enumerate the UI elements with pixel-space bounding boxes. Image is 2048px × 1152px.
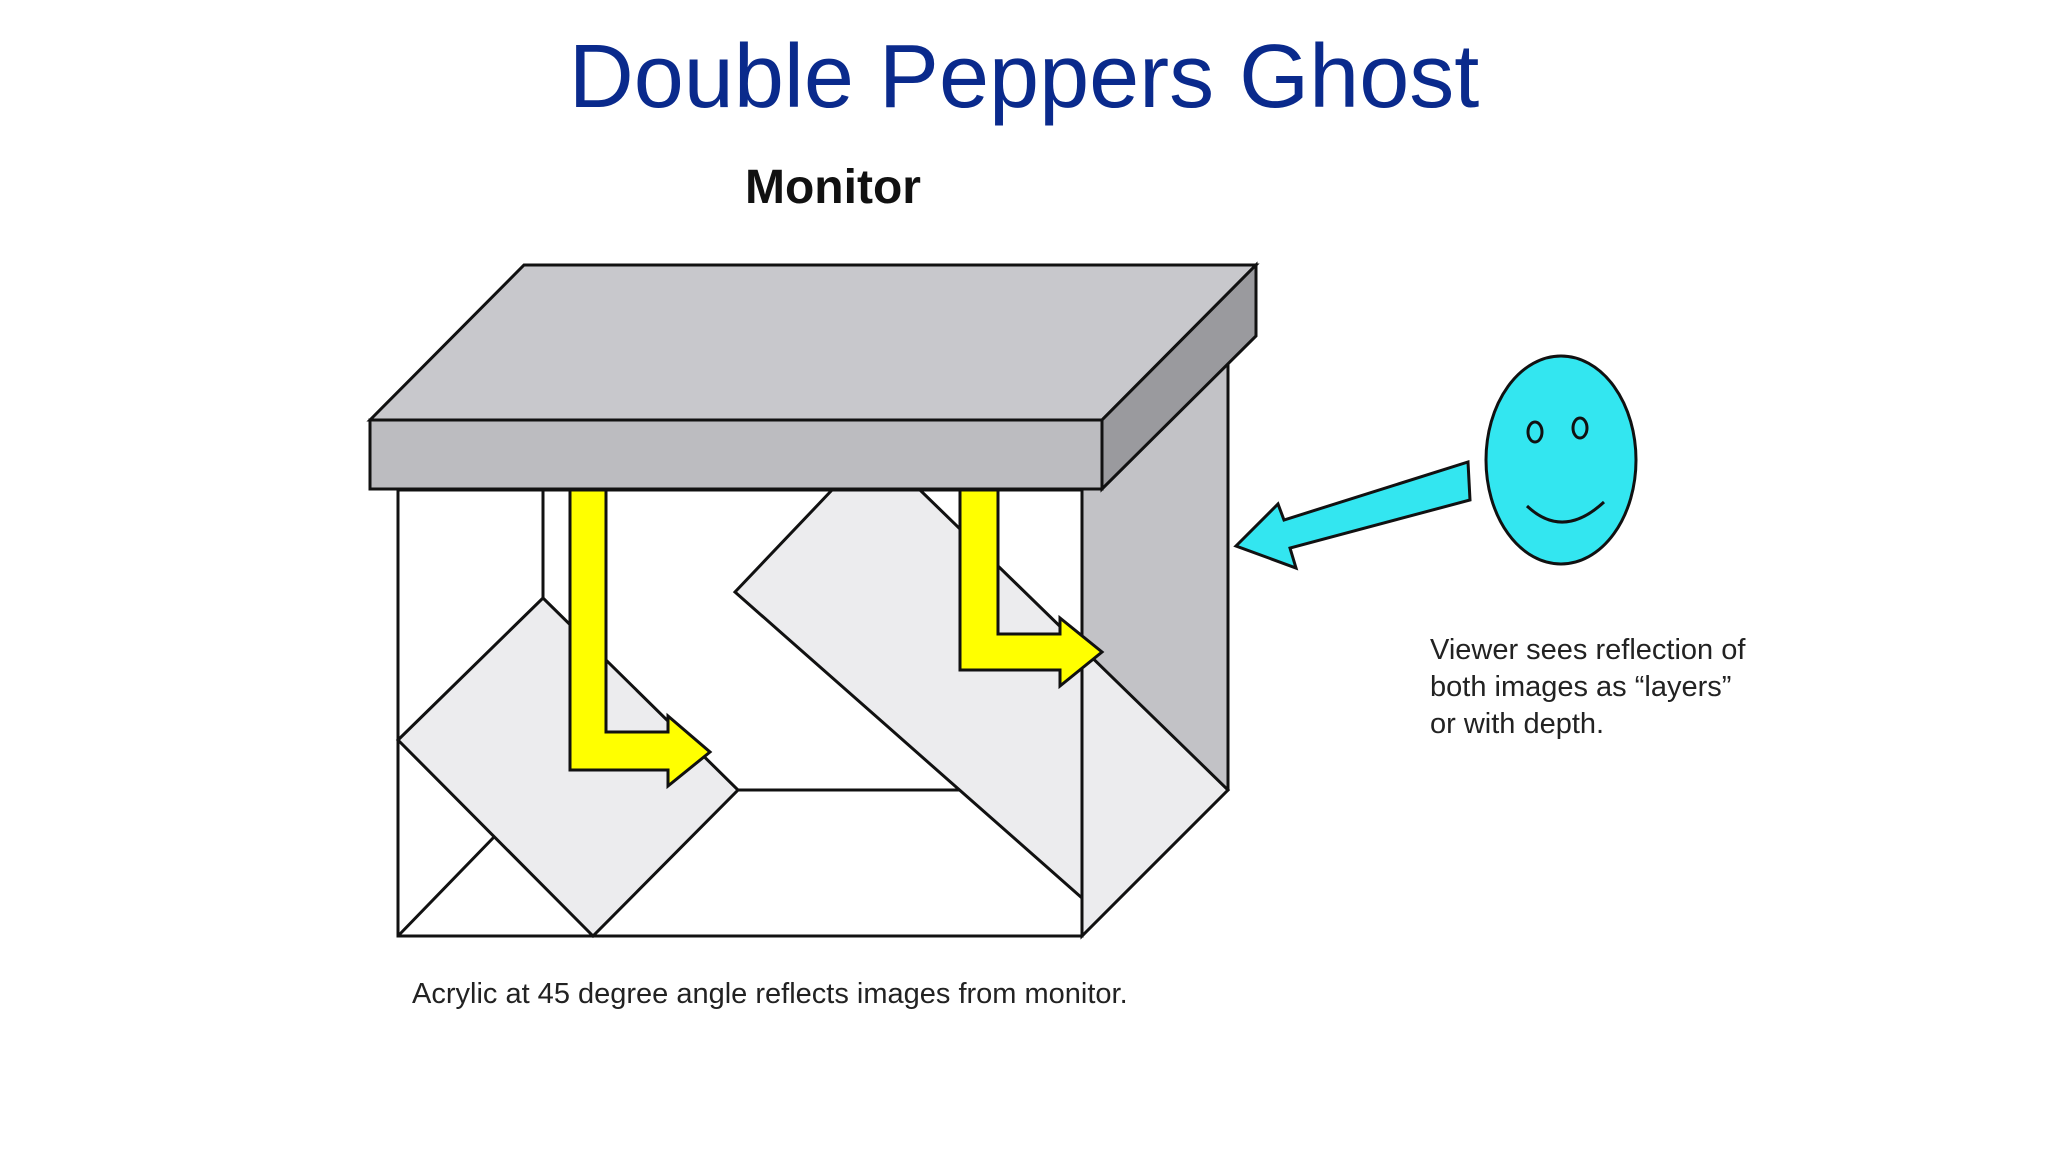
light-path-arrow-right — [958, 488, 1105, 690]
cabinet-floor-diagonal — [396, 834, 497, 938]
viewer-left-eye — [1526, 420, 1544, 444]
monitor-label: Monitor — [745, 161, 921, 214]
viewer-face-icon — [1484, 354, 1638, 566]
acrylic-pane-left — [395, 595, 741, 939]
viewer-face-outline — [1484, 354, 1638, 566]
monitor-front-face — [368, 418, 1104, 491]
light-path-arrow-left — [568, 488, 713, 790]
viewer-note: Viewer sees reflection of both images as… — [1430, 634, 1746, 740]
slide-title: Double Peppers Ghost — [568, 27, 1480, 127]
viewer-right-eye — [1571, 416, 1589, 440]
gaze-arrow — [1233, 459, 1472, 571]
viewer-smile — [1525, 500, 1606, 524]
acrylic-note: Acrylic at 45 degree angle reflects imag… — [412, 978, 1128, 1010]
monitor-side-face — [1100, 261, 1258, 493]
